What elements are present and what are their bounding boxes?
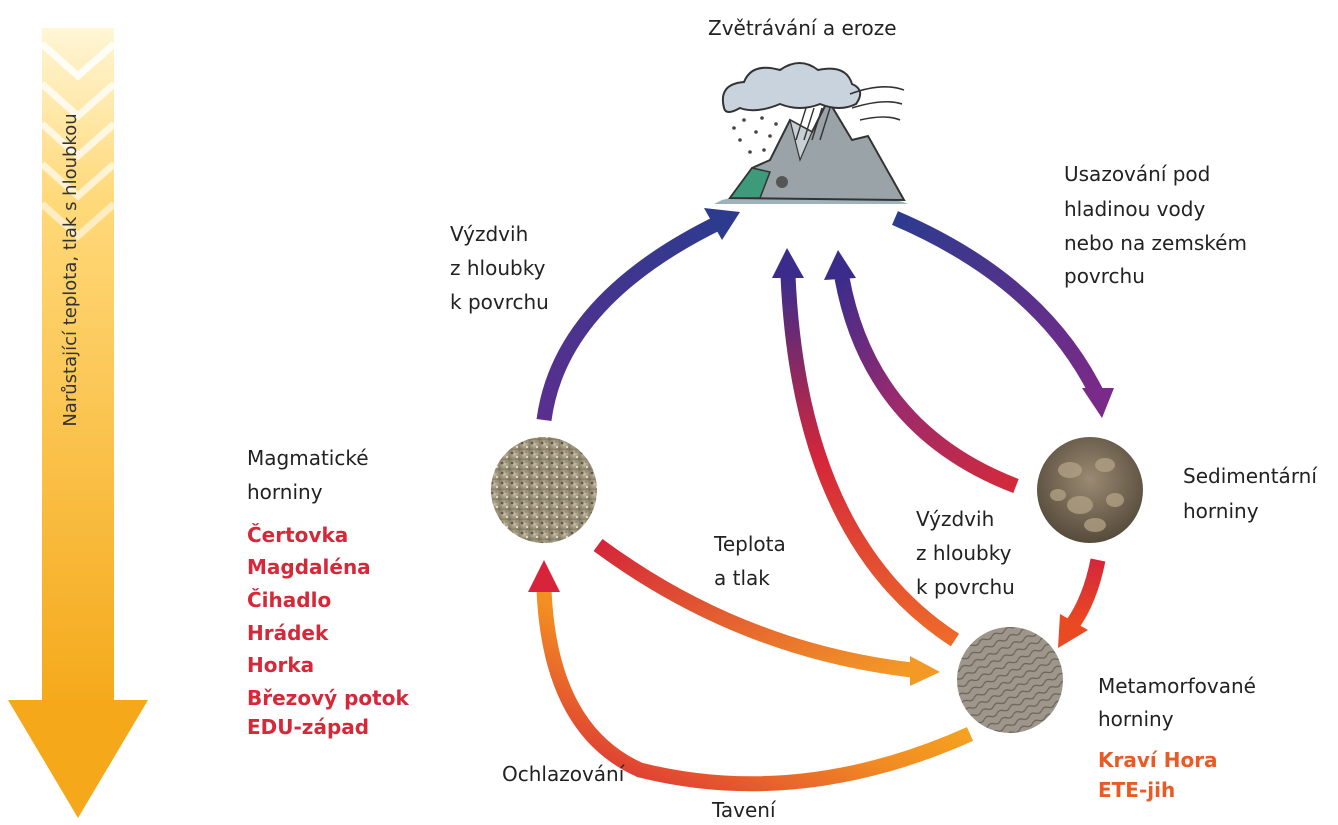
arrow-cooling-melting — [544, 590, 970, 784]
site-item: Hrádek — [247, 619, 328, 648]
site-item: EDU-západ — [247, 713, 369, 742]
weathering-illustration — [714, 63, 908, 204]
label-melting: Tavení — [712, 796, 776, 825]
label-cooling: Ochlazování — [502, 760, 624, 789]
arrow-sed-to-meta — [1072, 560, 1098, 625]
site-item: Magdaléna — [247, 553, 371, 582]
arrow-uplift-left — [544, 222, 720, 420]
igneous-rock-image — [491, 437, 597, 543]
site-item: Březový potok — [247, 684, 409, 713]
depth-arrow-label: Narůstající teplota, tlak s hloubkou — [60, 70, 90, 470]
site-item: Čihadlo — [247, 586, 331, 615]
label-weathering: Zvětrávání a eroze — [708, 14, 897, 43]
arrow-uplift-center-2 — [842, 278, 1016, 486]
site-item: Horka — [247, 651, 314, 680]
site-item: Čertovka — [247, 521, 348, 550]
metamorphic-rock-image — [957, 627, 1063, 733]
site-item: ETE-jih — [1098, 776, 1175, 805]
site-item: Kraví Hora — [1098, 746, 1218, 775]
